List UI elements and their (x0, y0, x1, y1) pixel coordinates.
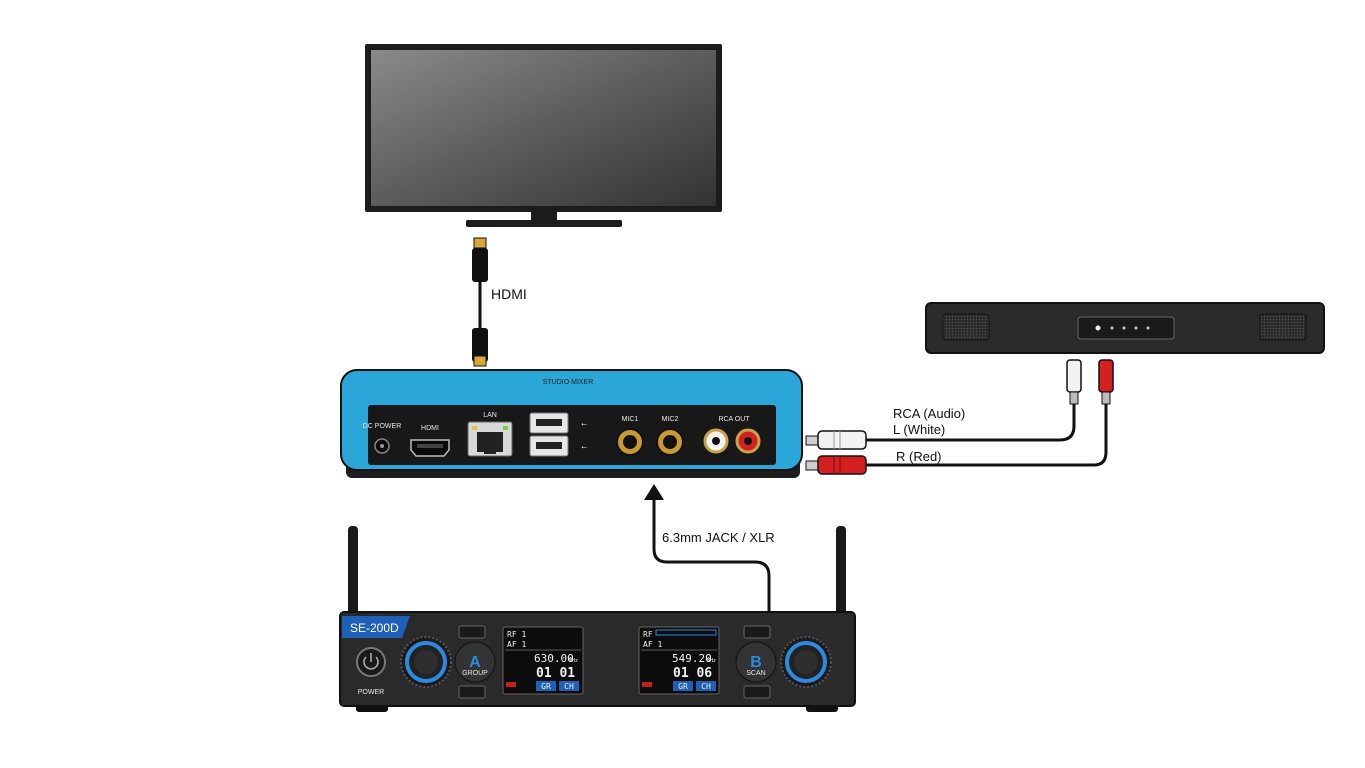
tv-stand-neck (531, 212, 557, 221)
lcd-b-unit: MHz (707, 658, 716, 664)
mic-cable (644, 484, 771, 612)
button-b-top[interactable] (743, 625, 771, 639)
soundbar-display (1077, 316, 1175, 340)
hdmi-plug-top-tip (473, 237, 487, 249)
hub-brand-label: STUDIO MIXER (543, 379, 594, 386)
lcd-a (502, 626, 584, 695)
lcd-b-freq: 549.20 (672, 652, 712, 665)
rca-plug-white-hub (817, 430, 867, 450)
model-badge (342, 616, 410, 638)
lcd-a-freq: 630.00 (534, 652, 574, 665)
lcd-a-unit: MHz (569, 658, 578, 664)
lcd-b-btn1: GR (678, 682, 688, 691)
channel-a-label: A (469, 654, 481, 671)
hdmi-cable (472, 237, 488, 367)
hub-device: STUDIO MIXER DC POWER HDMI LAN ⭠ ⭠ MIC1 … (340, 369, 803, 478)
jack-xlr-label: 6.3mm JACK / XLR (662, 530, 775, 545)
rca-cable (805, 359, 1114, 475)
hub-dc-power-label: DC POWER (363, 423, 402, 430)
usb-icon-top: ⭠ (581, 421, 587, 428)
button-a-bottom[interactable] (458, 685, 486, 699)
wireless-receiver: SE-200D POWER A GROUP RF 1 AF 1 630.00 M… (339, 526, 856, 712)
model-label: SE-200D (350, 621, 399, 635)
lcd-b-line1: RF (643, 630, 653, 639)
tv (365, 44, 722, 227)
channel-b-button[interactable] (735, 641, 777, 683)
rca-audio-label: RCA (Audio) (893, 406, 965, 421)
lcd-b-code: 01 06 (673, 666, 712, 681)
l-white-label: L (White) (893, 422, 945, 437)
antenna-left (348, 526, 358, 616)
r-red-label: R (Red) (896, 449, 942, 464)
channel-a-button[interactable] (454, 641, 496, 683)
lcd-b-line2: AF 1 (643, 640, 662, 649)
hdmi-label: HDMI (491, 286, 527, 302)
rca-plug-red-top (1098, 359, 1114, 393)
button-a-top[interactable] (458, 625, 486, 639)
hub-mic1-label: MIC1 (622, 416, 639, 423)
channel-b-sublabel: SCAN (746, 670, 765, 677)
lcd-a-btn2: CH (564, 682, 574, 691)
tv-stand-base (466, 220, 622, 227)
channel-a-sublabel: GROUP (462, 670, 488, 677)
button-b-bottom[interactable] (743, 685, 771, 699)
usb-icon-bottom: ⭠ (581, 444, 587, 451)
lcd-b (638, 626, 720, 695)
lcd-b-btn2: CH (701, 682, 711, 691)
lcd-a-line2: AF 1 (507, 640, 526, 649)
power-icon (363, 653, 379, 670)
channel-b-label: B (750, 654, 762, 671)
hdmi-plug-bottom (472, 328, 488, 362)
hdmi-plug-top (472, 248, 488, 282)
soundbar-grille-right (1259, 313, 1307, 341)
lcd-a-code: 01 01 (536, 666, 575, 681)
hdmi-plug-bottom-tip (473, 355, 487, 367)
lcd-a-line1: RF 1 (507, 630, 526, 639)
mic-cable-arrowhead (644, 484, 664, 500)
antenna-right (836, 526, 846, 616)
rca-plug-red-hub (817, 455, 867, 475)
hub-rca-out-label: RCA OUT (718, 416, 750, 423)
power-label: POWER (358, 689, 384, 696)
lcd-a-btn1: GR (541, 682, 551, 691)
rca-plug-white-top (1066, 359, 1082, 393)
hub-lan-label: LAN (483, 412, 497, 419)
hub-mic2-label: MIC2 (662, 416, 679, 423)
hub-hdmi-port-label: HDMI (421, 425, 439, 432)
soundbar (925, 302, 1325, 354)
soundbar-grille-left (942, 313, 990, 341)
tv-screen (371, 50, 716, 206)
